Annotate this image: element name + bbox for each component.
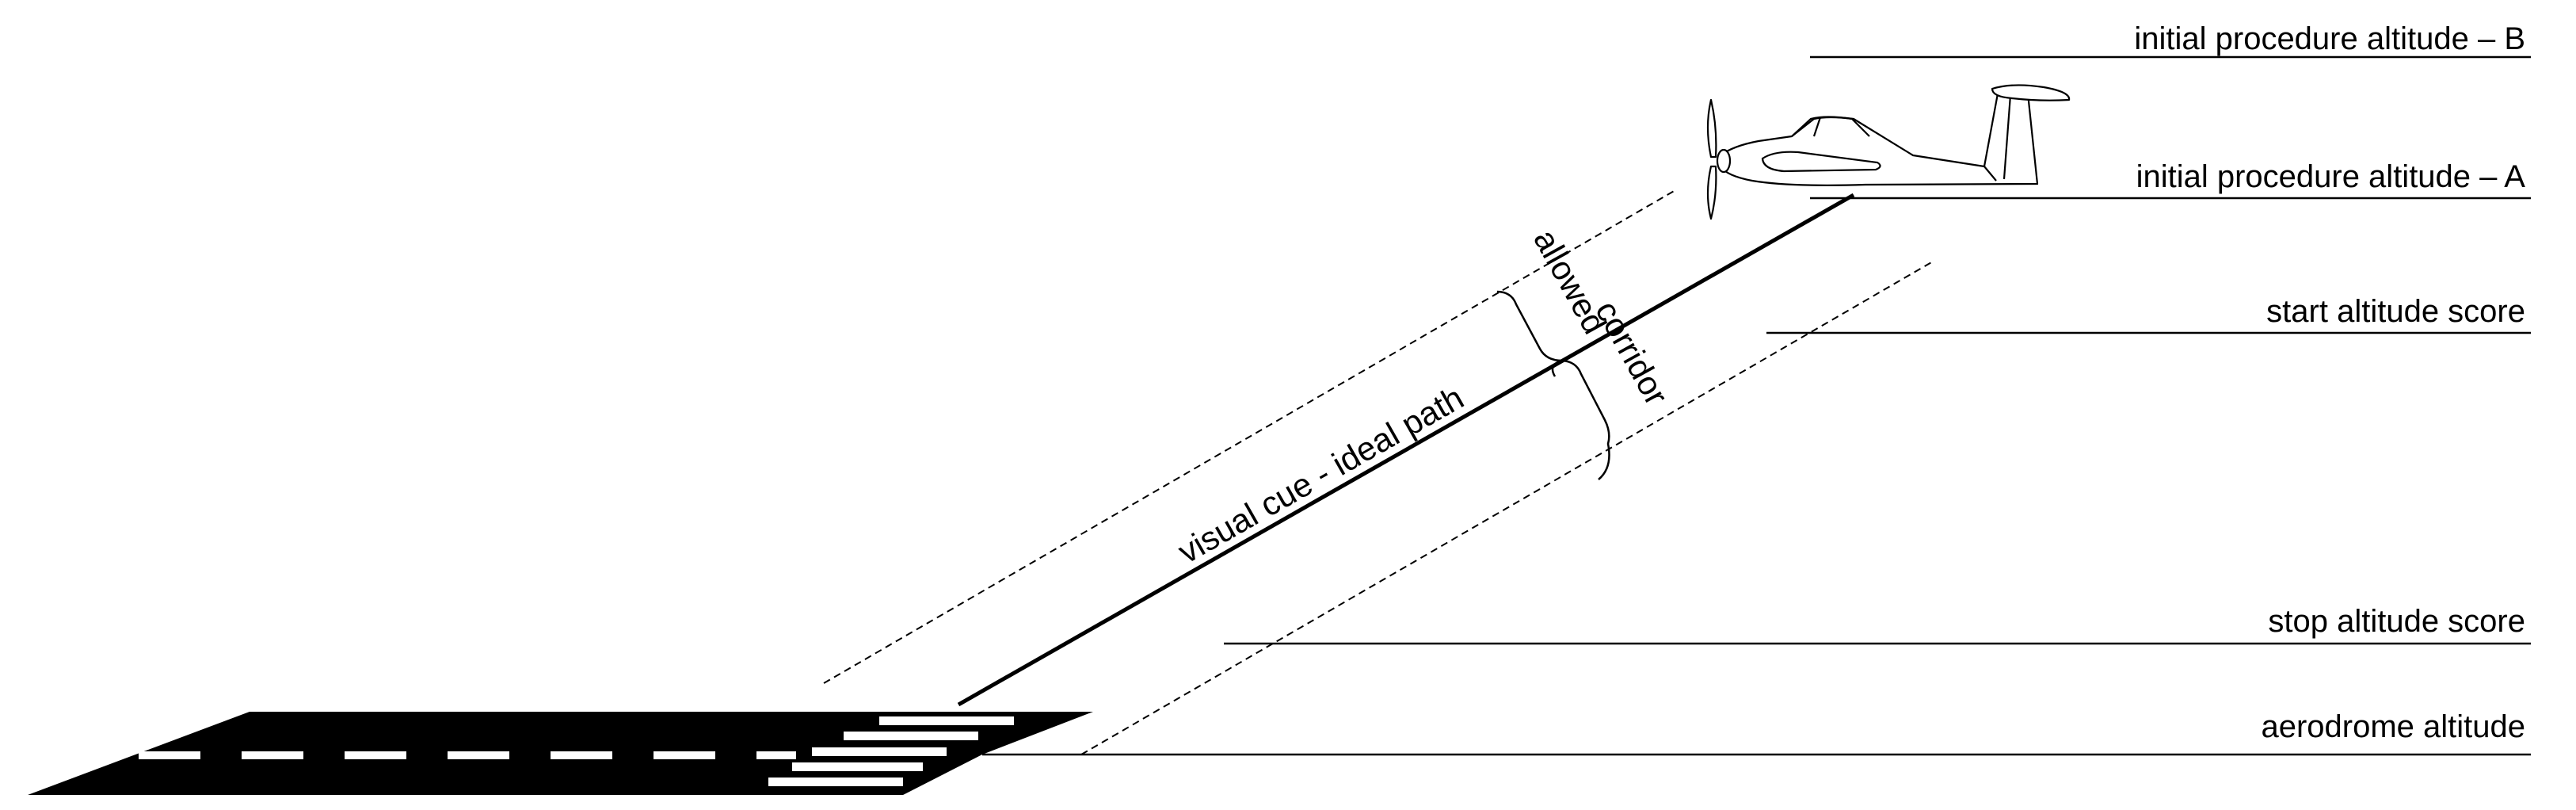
aircraft-tail-edge bbox=[2002, 94, 2012, 180]
label-stop-altitude-score: stop altitude score bbox=[2268, 604, 2525, 639]
aircraft-canopy bbox=[1791, 116, 1870, 137]
corridor-lower-boundary bbox=[1080, 261, 1934, 755]
runway-icon bbox=[28, 712, 1093, 795]
label-aerodrome-altitude: aerodrome altitude bbox=[2261, 709, 2525, 744]
label-start-altitude-score: start altitude score bbox=[2266, 294, 2525, 329]
runway-threshold-bar bbox=[768, 778, 903, 786]
runway-centreline-dash bbox=[345, 751, 406, 759]
aircraft-propeller-upper bbox=[1706, 98, 1717, 159]
label-initial-altitude-a: initial procedure altitude – A bbox=[2136, 159, 2526, 194]
ideal-path-line bbox=[957, 193, 1855, 707]
aircraft-propeller-lower bbox=[1706, 165, 1717, 220]
label-initial-altitude-b: initial procedure altitude – B bbox=[2134, 21, 2525, 56]
corridor-bracket-upper bbox=[1496, 290, 1563, 377]
corridor-bracket-lower bbox=[1561, 359, 1610, 480]
runway-centreline-dash bbox=[756, 751, 796, 759]
label-corridor-word: corridor bbox=[1588, 295, 1675, 411]
runway-centreline-dash bbox=[551, 751, 612, 759]
runway-centreline-dash bbox=[242, 751, 303, 759]
runway-centreline-dash bbox=[654, 751, 715, 759]
corridor-upper-boundary bbox=[823, 189, 1676, 684]
runway-centreline-dash bbox=[448, 751, 509, 759]
aircraft-wing bbox=[1761, 151, 1881, 173]
runway-centreline-dash bbox=[139, 751, 200, 759]
runway-threshold-bar bbox=[844, 732, 978, 740]
label-ideal-path: visual cue - ideal path bbox=[1172, 379, 1469, 571]
aircraft-stabilizer bbox=[1991, 84, 2071, 101]
runway-threshold-bar bbox=[792, 762, 923, 771]
aircraft-rudder bbox=[1983, 166, 1997, 181]
propeller-aircraft-icon bbox=[1706, 84, 2071, 220]
aircraft-spinner bbox=[1716, 148, 1732, 174]
runway-threshold-bar bbox=[812, 747, 947, 756]
aircraft-canopy-frame bbox=[1812, 117, 1822, 137]
runway-threshold-bar bbox=[879, 716, 1014, 725]
aircraft-fuselage bbox=[1719, 92, 2039, 186]
